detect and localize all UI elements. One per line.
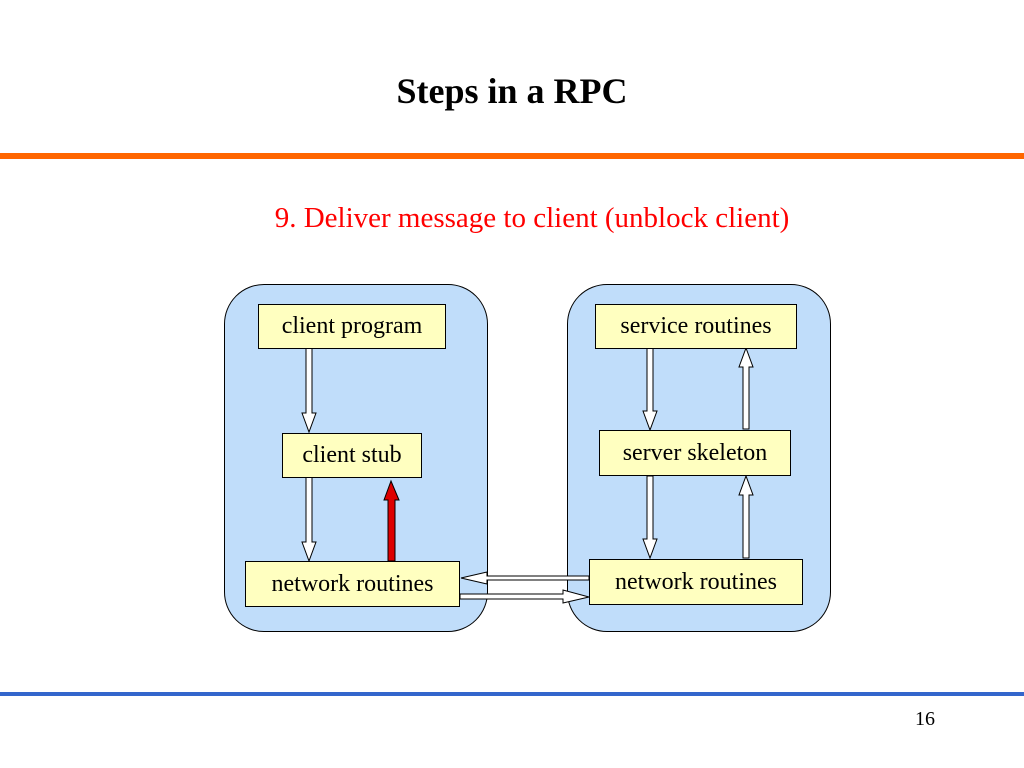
arrow-server-to-client xyxy=(460,571,590,585)
page-number: 16 xyxy=(915,708,935,730)
service-routines-box: service routines xyxy=(595,304,797,349)
client-network-box: network routines xyxy=(245,561,460,607)
arrow-network-to-stub-active xyxy=(383,479,400,562)
step-caption: 9. Deliver message to client (unblock cl… xyxy=(274,202,790,234)
slide-title: Steps in a RPC xyxy=(396,71,628,111)
bottom-divider xyxy=(0,692,1024,696)
client-program-box: client program xyxy=(258,304,446,349)
arrow-client-to-server xyxy=(459,589,590,604)
server-skeleton-box: server skeleton xyxy=(599,430,791,476)
arrow-program-to-stub xyxy=(301,347,317,434)
client-stub-box: client stub xyxy=(282,433,422,478)
arrow-network-to-skeleton xyxy=(738,474,754,559)
top-divider xyxy=(0,153,1024,159)
arrow-skeleton-to-routines xyxy=(738,346,754,430)
arrow-routines-to-skeleton xyxy=(642,347,658,432)
server-network-box: network routines xyxy=(589,559,803,605)
arrow-stub-to-network xyxy=(301,476,317,563)
arrow-skeleton-to-network xyxy=(642,475,658,560)
